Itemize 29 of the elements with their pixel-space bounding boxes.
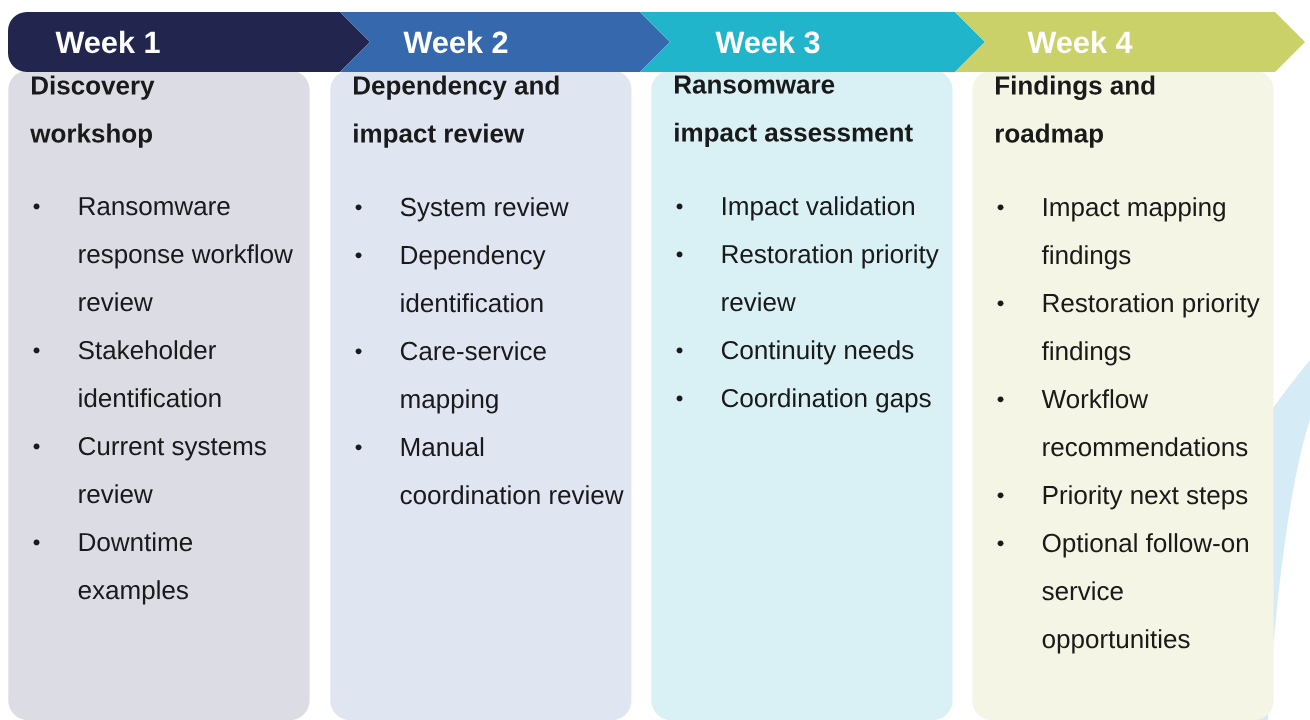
phase-banner: Week 4 xyxy=(955,12,1305,72)
bullet-item: Current systems review xyxy=(33,436,266,504)
bullet-item: System review xyxy=(355,197,569,222)
bullet-item: Ransomware response workflow review xyxy=(33,197,293,312)
phase-panel xyxy=(651,70,953,720)
bullet-item: Restoration priority findings xyxy=(997,293,1260,366)
bullet-item: Coordination gaps xyxy=(676,388,931,413)
bullet-item: Stakeholder identification xyxy=(33,340,221,408)
bullet-item: Restoration priority review xyxy=(676,244,939,312)
panel-heading: Ransomware impact assessment xyxy=(675,75,913,147)
phase-panel xyxy=(972,70,1274,720)
bullet-item: Impact validation xyxy=(676,196,914,221)
phase-banner: Week 2 xyxy=(340,12,670,72)
bullet-item: Dependency identification xyxy=(355,245,546,313)
bullet-item: Downtime examples xyxy=(33,532,192,605)
panel-heading: Dependency and impact review xyxy=(354,75,559,148)
phase-panel xyxy=(330,70,632,720)
phase-panel xyxy=(8,70,310,720)
bullet-item: Workflow recommendations xyxy=(997,389,1248,457)
panel-heading: Discovery workshop xyxy=(30,75,155,148)
bullet-item: Impact mapping findings xyxy=(997,197,1225,270)
bullet-item: Care-service mapping xyxy=(355,341,546,414)
bullet-item: Priority next steps xyxy=(997,485,1248,510)
phase-banner: Week 1 xyxy=(8,12,370,72)
panel-heading: Findings and roadmap xyxy=(996,75,1155,148)
bullet-item: Manual coordination review xyxy=(355,437,624,505)
bullet-item: Continuity needs xyxy=(676,340,914,365)
phase-banner: Week 3 xyxy=(640,12,985,72)
bullet-item: Optional follow-on service opportunities xyxy=(997,533,1248,654)
